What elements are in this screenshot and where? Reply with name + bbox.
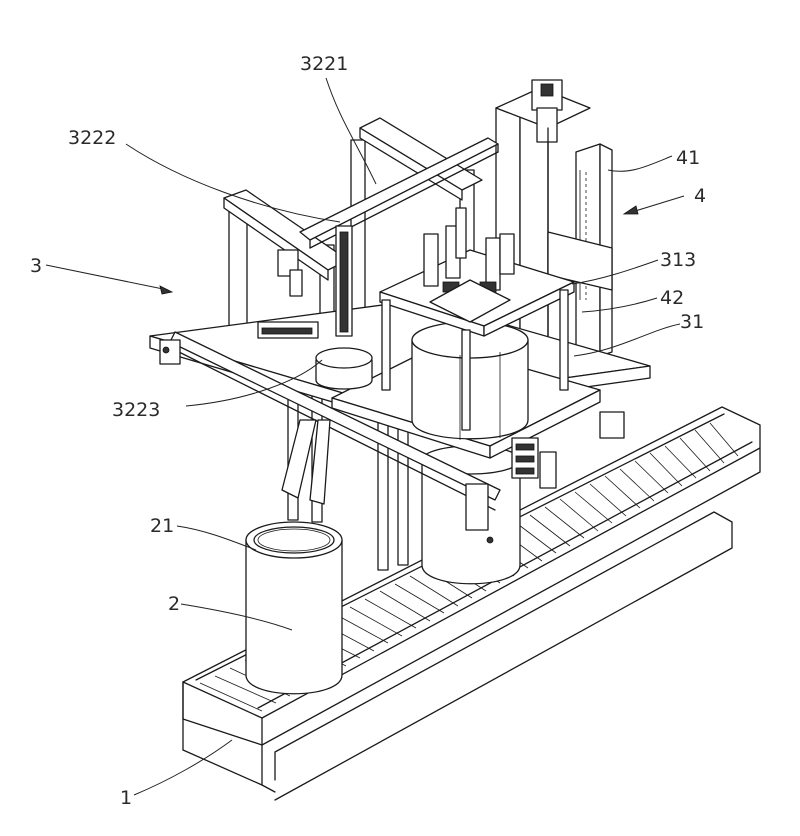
label-31: 31 — [680, 311, 704, 333]
filling-head — [379, 207, 575, 440]
leader-lines — [45, 77, 685, 796]
label-3222: 3222 — [68, 127, 116, 149]
label-3221: 3221 — [300, 53, 348, 75]
label-313: 313 — [660, 249, 696, 271]
label-21: 21 — [150, 515, 174, 537]
side-clamps — [159, 339, 625, 544]
label-3: 3 — [30, 255, 42, 277]
label-41: 41 — [676, 147, 700, 169]
empty-drum — [245, 419, 343, 695]
label-2: 2 — [168, 593, 180, 615]
label-42: 42 — [660, 287, 684, 309]
label-3223: 3223 — [112, 399, 160, 421]
label-4: 4 — [694, 185, 706, 207]
label-1: 1 — [120, 787, 132, 809]
gripper-assembly — [257, 225, 373, 390]
main-frame — [149, 117, 651, 511]
reference-labels: 3221 3222 3 41 4 313 42 31 3223 21 2 1 — [30, 53, 706, 809]
